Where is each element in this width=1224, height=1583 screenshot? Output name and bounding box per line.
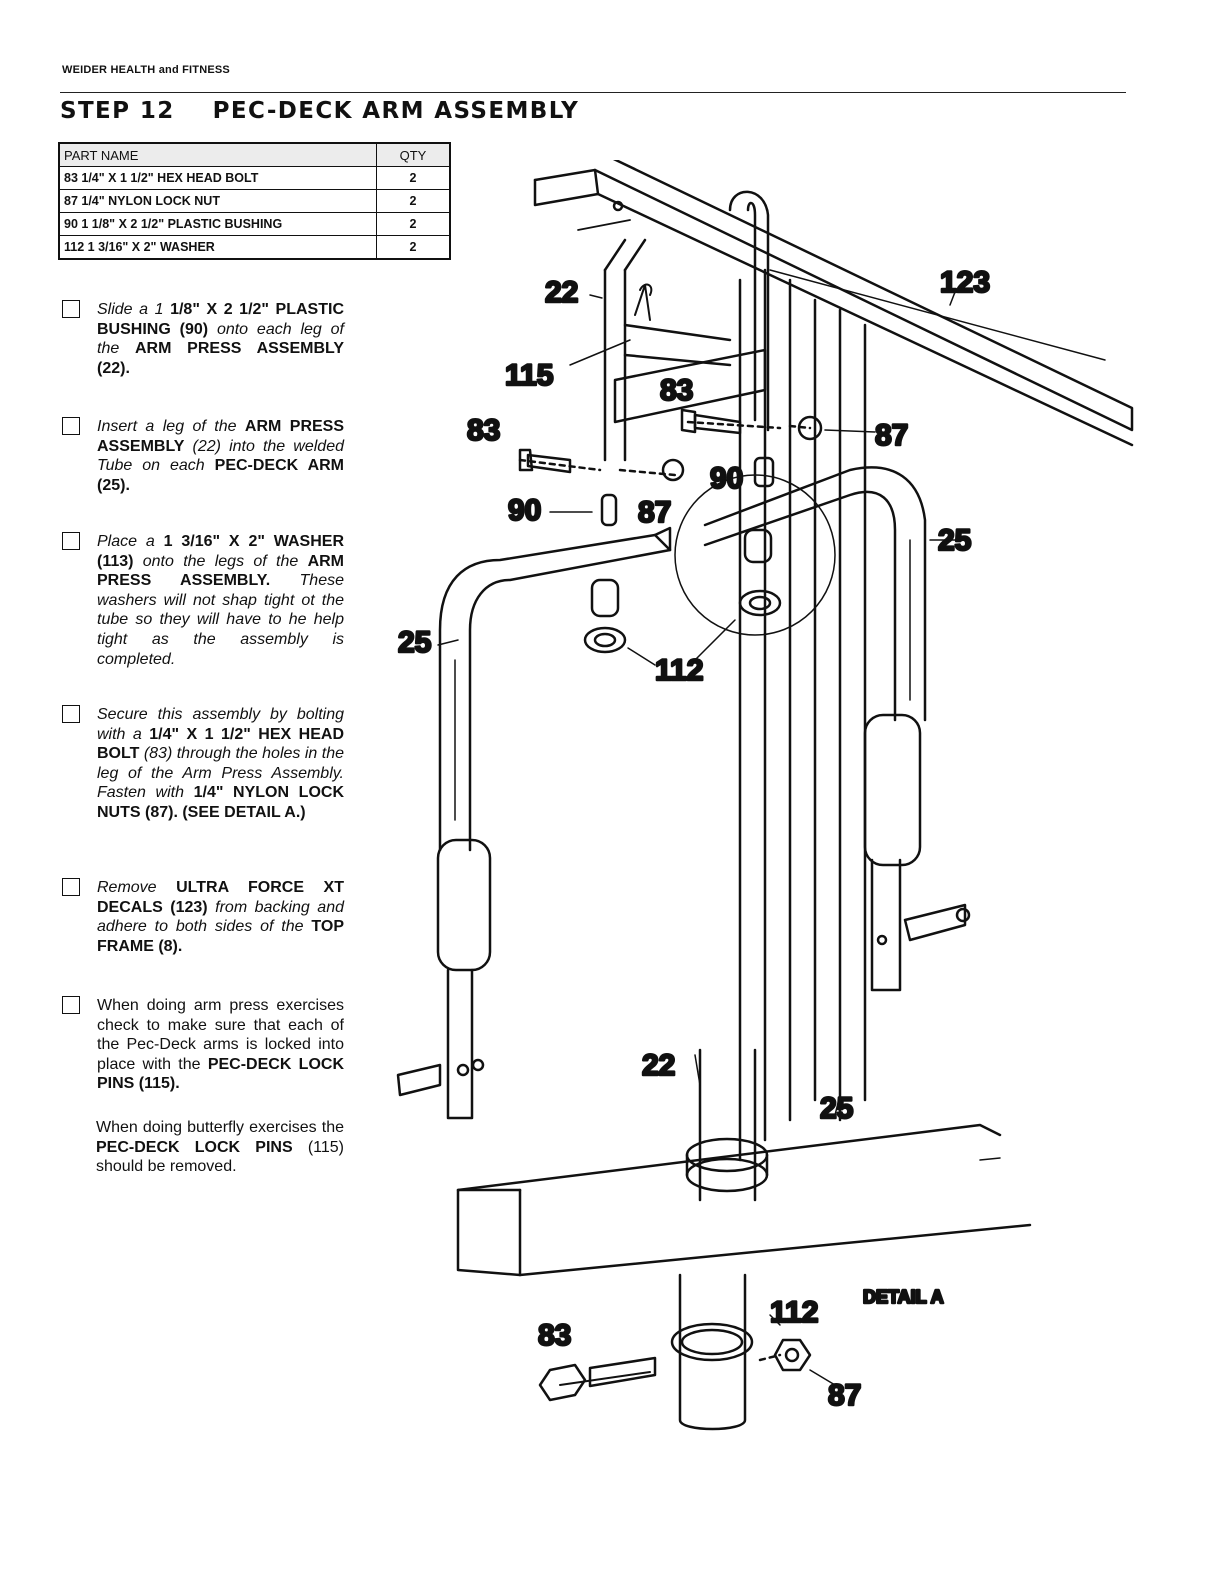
instruction-6: When doing arm press exercises check to … <box>62 996 344 1094</box>
leader-lines <box>437 291 966 666</box>
callout-22: 22 <box>545 276 578 309</box>
part-name-cell: 87 1/4" NYLON LOCK NUT <box>58 189 377 213</box>
uprights <box>738 268 867 1162</box>
text-run: Slide a 1 <box>97 301 171 318</box>
brand-header: WEIDER HEALTH and FITNESS <box>62 64 230 76</box>
instruction-checkbox[interactable] <box>62 705 80 723</box>
text-run: Remove <box>97 879 177 896</box>
instruction-text: When doing arm press exercises check to … <box>97 996 344 1094</box>
part-name-cell: 90 1 1/8" X 2 1/2" PLASTIC BUSHING <box>58 212 377 236</box>
instruction-checkbox[interactable] <box>62 532 80 550</box>
text-run: (22) into the welded Tube on each <box>97 437 344 475</box>
assembly-diagram: 22 115 123 83 83 87 87 90 90 25 25 112 2… <box>396 160 1134 1431</box>
callout-25-left: 25 <box>398 626 431 659</box>
callout-90-left: 90 <box>508 494 541 527</box>
qty-cell: 2 <box>376 166 451 190</box>
detail-callout-87: 87 <box>828 1379 861 1412</box>
instruction-text: Slide a 1 1/8" X 2 1/2" PLASTIC BUSHING … <box>97 300 344 378</box>
step-title: STEP 12 PEC-DECK ARM ASSEMBLY <box>60 98 579 124</box>
instruction-checkbox[interactable] <box>62 300 80 318</box>
part-name-cell: 83 1/4" X 1 1/2" HEX HEAD BOLT <box>58 166 377 190</box>
header-rule <box>60 92 1126 93</box>
text-run: PEC-DECK LOCK PINS <box>96 1138 293 1156</box>
butterfly-note: When doing butterfly exercises the PEC-D… <box>96 1118 344 1177</box>
instruction-checkbox[interactable] <box>62 878 80 896</box>
step-number: STEP 12 <box>60 98 175 124</box>
col-part-name: PART NAME <box>58 142 377 167</box>
instruction-checkbox[interactable] <box>62 996 80 1014</box>
step-name: PEC-DECK ARM ASSEMBLY <box>212 98 580 124</box>
callout-25-right: 25 <box>938 524 971 557</box>
instruction-checkbox[interactable] <box>62 417 80 435</box>
hardware-upper <box>518 408 823 654</box>
text-run: Secure this assembly by bolting with a <box>97 706 344 743</box>
callout-123: 123 <box>940 266 990 299</box>
detail-callout-25: 25 <box>820 1092 853 1125</box>
instruction-4: Secure this assembly by bolting with a 1… <box>62 705 344 823</box>
callout-90-right: 90 <box>710 462 743 495</box>
text-run: from backing and adhere to both sides of… <box>97 898 344 936</box>
qty-cell: 2 <box>376 212 451 236</box>
col-qty: QTY <box>376 142 451 167</box>
instruction-5: Remove ULTRA FORCE XT DECALS (123) from … <box>62 878 344 956</box>
callout-83-left: 83 <box>467 414 500 447</box>
text-run: ULTRA FORCE XT DECALS (123) <box>97 879 344 916</box>
text-run: When doing arm press exercises check to … <box>97 997 344 1073</box>
text-run: 1/4" X 1 1/2" HEX HEAD BOLT <box>97 725 344 763</box>
part-name-cell: 112 1 3/16" X 2" WASHER <box>58 235 377 260</box>
text-run: ARM PRESS ASSEMBLY. <box>97 552 344 590</box>
instruction-text: Insert a leg of the ARM PRESS ASSEMBLY (… <box>97 417 344 495</box>
parts-table: PART NAME QTY 83 1/4" X 1 1/2" HEX HEAD … <box>58 142 451 260</box>
detail-callout-83: 83 <box>538 1319 571 1352</box>
qty-cell: 2 <box>376 189 451 213</box>
text-run: onto the legs of the <box>133 552 308 570</box>
text-run: Place a <box>97 533 164 550</box>
callout-87-right: 87 <box>875 419 908 452</box>
text-run: 1/4" NYLON LOCK NUTS (87). (SEE DETAIL A… <box>97 784 344 821</box>
text-run: TOP FRAME (8). <box>97 918 344 955</box>
left-pec-deck-arm <box>396 526 672 1120</box>
text-run: 1/8" X 2 1/2" PLASTIC BUSHING (90) <box>97 301 345 338</box>
text-run: (115) should be removed. <box>96 1138 345 1176</box>
callout-115: 115 <box>505 359 553 392</box>
instruction-text: Remove ULTRA FORCE XT DECALS (123) from … <box>97 878 344 956</box>
instruction-3: Place a 1 3/16" X 2" WASHER (113) onto t… <box>62 532 344 669</box>
text-run: onto each leg of the <box>97 320 345 358</box>
top-frame <box>533 160 1134 447</box>
callout-83-upper: 83 <box>660 374 693 407</box>
text-run: 1 3/16" X 2" WASHER (113) <box>97 533 344 570</box>
detail-callout-112: 112 <box>770 1296 818 1329</box>
text-run: When doing butterfly exercises the <box>96 1119 344 1136</box>
text-run: ARM PRESS ASSEMBLY <box>97 418 345 455</box>
right-pec-deck-arm <box>703 466 971 992</box>
detail-title: DETAIL A <box>863 1287 944 1307</box>
callout-112: 112 <box>655 654 703 687</box>
qty-cell: 2 <box>376 235 451 260</box>
text-run: PEC-DECK ARM (25). <box>97 457 344 494</box>
parts-table-header: PART NAME QTY <box>58 142 451 167</box>
text-run: These washers will not shap tight ot the… <box>97 572 344 668</box>
detail-circle <box>674 474 836 636</box>
detail-callout-22: 22 <box>642 1049 675 1082</box>
text-run: PEC-DECK LOCK PINS (115). <box>97 1055 344 1093</box>
instruction-1: Slide a 1 1/8" X 2 1/2" PLASTIC BUSHING … <box>62 300 344 378</box>
text-run: (83) through the holes in the leg of the… <box>97 745 344 802</box>
text-run: ARM PRESS ASSEMBLY (22). <box>97 340 345 377</box>
callout-87-left: 87 <box>638 496 671 529</box>
instruction-text: Place a 1 3/16" X 2" WASHER (113) onto t… <box>97 532 344 669</box>
detail-a <box>456 1048 1032 1431</box>
arm-press-assembly <box>603 190 770 462</box>
text-run: Insert a leg of the <box>97 418 245 435</box>
instruction-2: Insert a leg of the ARM PRESS ASSEMBLY (… <box>62 417 344 495</box>
instruction-text: Secure this assembly by bolting with a 1… <box>97 705 344 823</box>
